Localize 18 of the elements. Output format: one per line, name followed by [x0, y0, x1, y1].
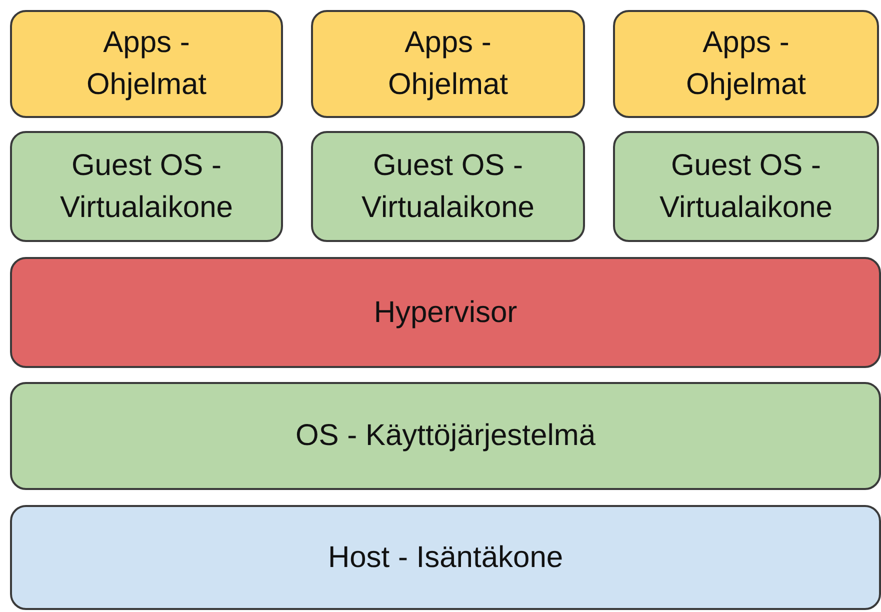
layer-box: [10, 10, 283, 118]
layer-box: [613, 131, 879, 242]
layer-box: [10, 131, 283, 242]
layer-box: [311, 10, 585, 118]
layer-label: Host - Isäntäkone: [328, 540, 564, 576]
layer-label: Apps - Ohjelmat: [684, 25, 808, 103]
layer-label: Hypervisor: [374, 294, 518, 330]
layer-label: Apps - Ohjelmat: [85, 25, 208, 103]
layer-label: Guest OS - Virtualaikone: [360, 148, 536, 226]
layer-label: Guest OS - Virtualaikone: [59, 148, 234, 226]
layer-box: [10, 505, 881, 610]
layer-box: [10, 257, 881, 368]
layer-label: Apps - Ohjelmat: [386, 25, 510, 103]
layer-label: OS - Käyttöjärjestelmä: [295, 418, 596, 454]
layer-box: [613, 10, 879, 118]
layer-box: [10, 382, 881, 490]
layer-box: [311, 131, 585, 242]
layer-label: Guest OS - Virtualaikone: [658, 148, 834, 226]
